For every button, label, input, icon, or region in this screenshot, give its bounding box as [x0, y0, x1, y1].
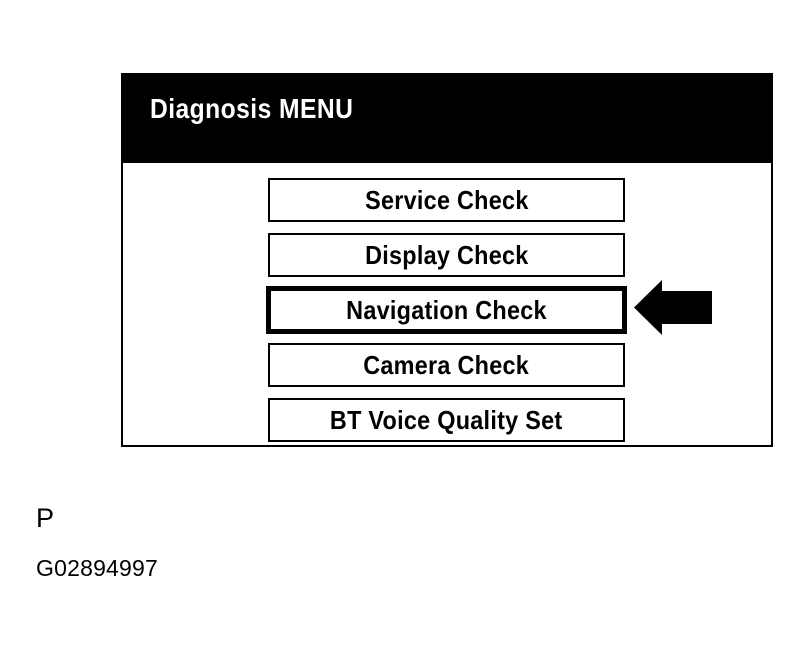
menu-item-display-check[interactable]: Display Check [268, 233, 625, 277]
menu-item-service-check[interactable]: Service Check [268, 178, 625, 222]
menu-item-bt-voice-quality-set[interactable]: BT Voice Quality Set [268, 398, 625, 442]
arrow-left-icon [634, 280, 712, 335]
menu-item-label: BT Voice Quality Set [330, 405, 563, 435]
figure-letter-label: P [36, 503, 55, 533]
screen-header-bar: Diagnosis MENU [123, 75, 771, 163]
page-title: Diagnosis MENU [150, 93, 354, 124]
menu-item-camera-check[interactable]: Camera Check [268, 343, 625, 387]
figure-code-label: G02894997 [36, 555, 159, 581]
menu-item-navigation-check[interactable]: Navigation Check [266, 286, 627, 334]
menu-item-label: Service Check [364, 185, 529, 215]
menu-item-label: Display Check [364, 240, 529, 270]
diagnosis-menu-screen: Diagnosis MENU Service Check Display Che… [121, 73, 773, 447]
menu-item-label: Camera Check [363, 350, 530, 380]
menu-item-label: Navigation Check [346, 295, 547, 325]
